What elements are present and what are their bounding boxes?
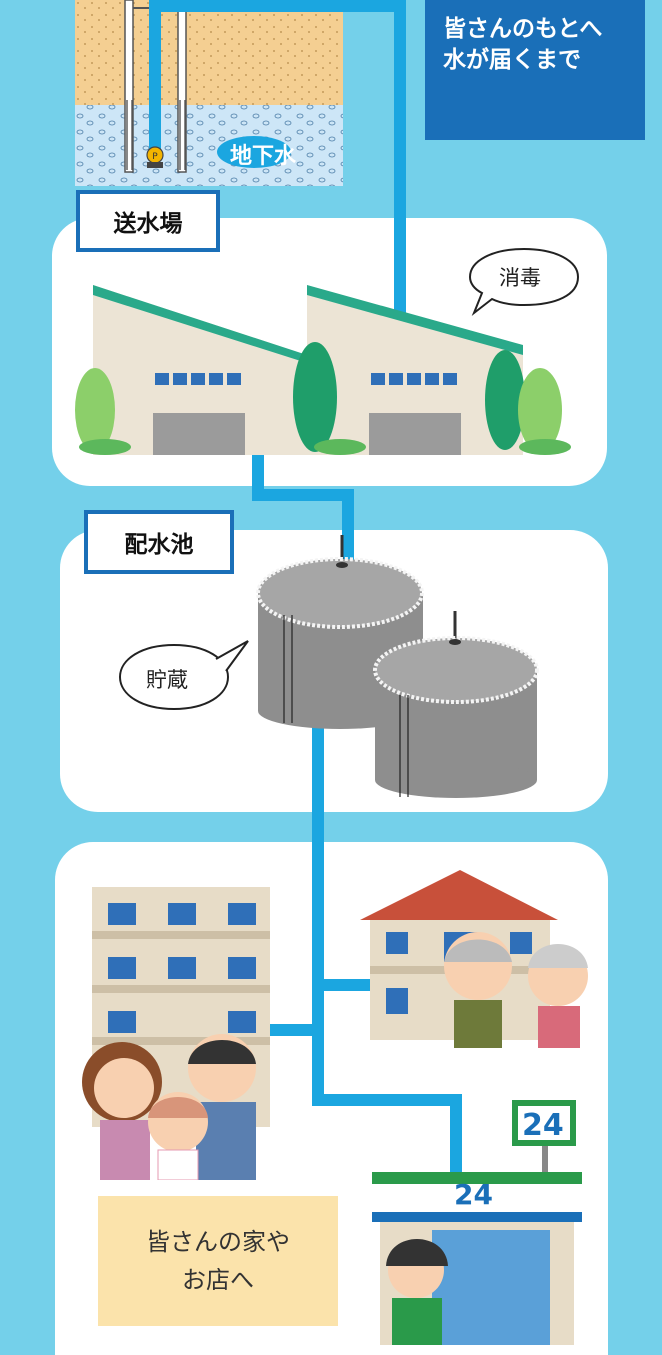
elderly-couple	[440, 928, 600, 1048]
well-cross-section: P	[75, 0, 343, 186]
pump-mark: P	[152, 152, 158, 162]
pumping-station-label: 送水場	[76, 190, 220, 252]
storage-bubble-text: 貯蔵	[146, 668, 188, 692]
title-line-2: 水が届くまで	[443, 47, 581, 73]
convenience-store	[372, 1100, 582, 1345]
destination-line-2: お店へ	[182, 1266, 254, 1294]
title-box: 皆さんのもとへ 水が届くまで	[425, 0, 645, 140]
title-line-1: 皆さんのもとへ	[443, 16, 603, 42]
disinfection-bubble-text: 消毒	[499, 266, 541, 290]
destination-box: 皆さんの家や お店へ	[98, 1196, 338, 1326]
store-sign-number: 24	[522, 1108, 564, 1143]
groundwater-label: 地下水	[230, 144, 297, 169]
disinfection-bubble-shape	[468, 247, 580, 317]
reservoir-label: 配水池	[84, 510, 234, 574]
reservoir-tanks	[250, 535, 550, 805]
destination-line-1: 皆さんの家や	[146, 1228, 290, 1256]
storefront-number: 24	[454, 1178, 493, 1211]
pumping-station-buildings	[75, 285, 575, 455]
family	[80, 1030, 280, 1181]
storage-bubble-shape	[118, 640, 249, 711]
